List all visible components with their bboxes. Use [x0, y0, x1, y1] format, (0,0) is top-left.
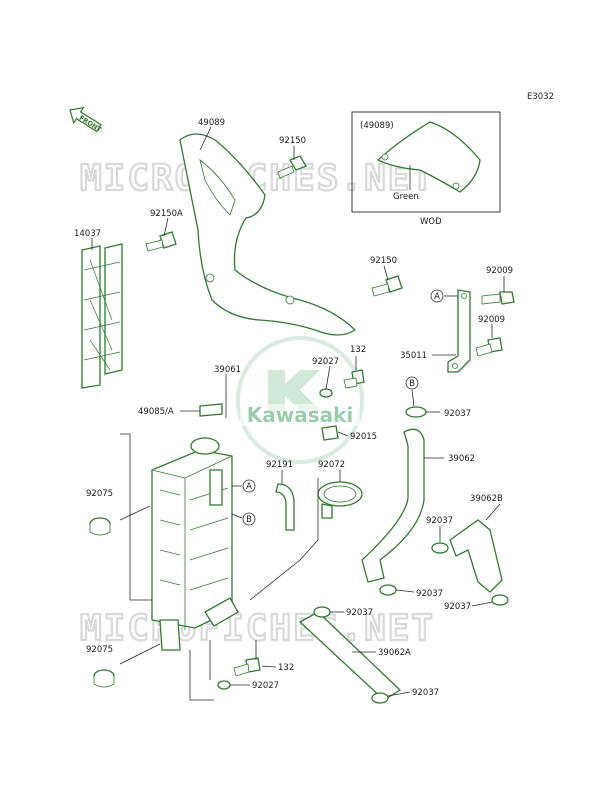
- ref-B-hose: B: [409, 379, 415, 389]
- callout-49089: 49089: [198, 118, 225, 128]
- callout-92037-1: 92037: [444, 409, 471, 419]
- callout-92037-3: 92037: [416, 589, 443, 599]
- grommet-92075-top: [89, 517, 111, 536]
- hose-39062: [361, 428, 425, 583]
- bracket-35011: [447, 289, 471, 373]
- clip-92015: [321, 425, 339, 441]
- callout-92150-top: 92150: [279, 136, 306, 146]
- callout-92009-lower: 92009: [478, 315, 505, 325]
- callout-92037-5: 92037: [346, 608, 373, 618]
- ref-A-bracket: A: [434, 292, 440, 302]
- front-label: FRONT: [78, 114, 104, 134]
- bolt-132-bottom: [233, 657, 261, 677]
- callout-39062A: 39062A: [378, 648, 411, 658]
- hose-92191: [275, 483, 295, 531]
- callout-35011: 35011: [400, 351, 427, 361]
- callout-92191: 92191: [266, 460, 293, 470]
- ref-B-radiator: B: [246, 515, 252, 525]
- bolt-92150-mid: [371, 275, 403, 297]
- bolt-92009-upper: [481, 291, 515, 305]
- callout-92009-upper: 92009: [486, 266, 513, 276]
- bolt-132-top: [343, 369, 365, 389]
- callout-132-bottom: 132: [278, 663, 294, 673]
- clamp-92037-2: [431, 542, 449, 554]
- callout-92075-bottom: 92075: [86, 645, 113, 655]
- inset-ref: (49089): [360, 121, 394, 131]
- clamp-92037-1: [405, 406, 427, 418]
- clamp-92037-3: [379, 584, 397, 596]
- grommet-92075-bottom: [93, 669, 115, 688]
- callout-92015: 92015: [350, 432, 377, 442]
- callout-92150-mid: 92150: [370, 256, 397, 266]
- callout-39062: 39062: [448, 454, 475, 464]
- callout-49085A: 49085/A: [138, 407, 174, 417]
- callout-92027-top: 92027: [312, 357, 339, 367]
- kawasaki-logo-text: Kawasaki: [247, 403, 354, 427]
- callout-14037: 14037: [74, 229, 101, 239]
- inset-box: (49089) Green WOD: [351, 111, 501, 227]
- inset-color-note: Green: [393, 192, 419, 202]
- grommet-49085A: [199, 403, 223, 417]
- clamp-92072: [317, 481, 363, 519]
- collar-92027-top: [319, 388, 333, 398]
- callouts: 49089 92150 92150A 14037 92150 92009 920…: [74, 118, 513, 698]
- callout-92150A: 92150A: [150, 209, 183, 219]
- callout-92037-4: 92037: [444, 602, 471, 612]
- bolt-92150A: [145, 231, 177, 252]
- collar-92027-bottom: [217, 680, 231, 690]
- diagram-code: E3032: [527, 92, 554, 102]
- clamp-92037-4: [491, 594, 509, 606]
- hose-39062B: [449, 519, 503, 593]
- radiator-shroud: [179, 133, 357, 336]
- callout-92072: 92072: [318, 460, 345, 470]
- front-arrow-icon: FRONT: [69, 106, 104, 134]
- callout-92075-top: 92075: [86, 489, 113, 499]
- callout-92027-bottom: 92027: [252, 681, 279, 691]
- clamp-92037-5: [313, 606, 331, 618]
- leader-lines: [91, 126, 505, 701]
- bolt-92009-lower: [475, 337, 503, 357]
- kawasaki-logo: Kawasaki: [236, 336, 364, 464]
- callout-92037-2: 92037: [426, 516, 453, 526]
- callout-132-top: 132: [350, 345, 366, 355]
- clamp-92037-6: [371, 692, 389, 704]
- callout-92037-6: 92037: [412, 688, 439, 698]
- inset-model-note: WOD: [420, 217, 442, 227]
- callout-39061: 39061: [214, 365, 241, 375]
- ref-A-radiator: A: [246, 482, 252, 492]
- radiator-screen: [81, 243, 123, 389]
- radiator-39061: [151, 437, 239, 651]
- callout-39062B: 39062B: [470, 494, 503, 504]
- watermark-bottom: MICROFICHES.NET: [80, 608, 435, 649]
- hose-39062A: [298, 611, 402, 701]
